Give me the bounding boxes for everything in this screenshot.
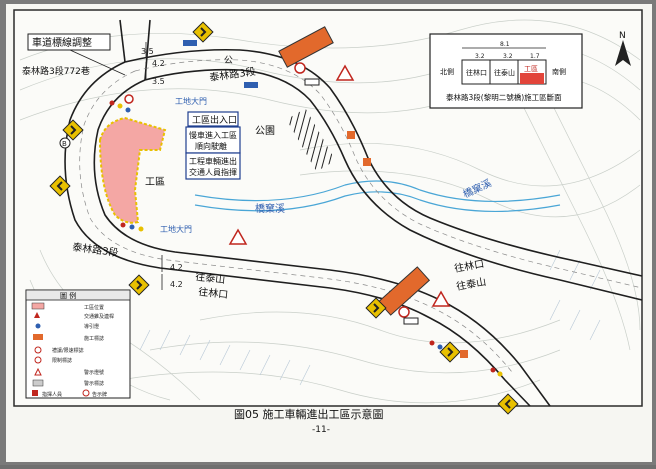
lane-adjust-box: [27, 33, 111, 51]
bridge-hatch: [286, 108, 336, 172]
legend-box: 圖 例 工區位置 交通錐及連桿 導引燈 施工標誌 禮讓/限速標誌 限制標誌 警示…: [25, 289, 131, 399]
site-gate-top: 工地大門: [175, 96, 207, 106]
stream-line-b: [194, 191, 561, 213]
entrance-callout: 工區出入口 慢車進入工區 順向駛離 工程車輛進出 交通人員指揮: [185, 111, 241, 180]
legend-item: 警示燈號: [84, 369, 104, 376]
stream-label-mid: 橋窠溪: [255, 202, 285, 215]
lane-centerlines: [79, 59, 643, 373]
chevron-sign-icon: [49, 21, 519, 415]
section-total: 8.1: [500, 41, 510, 48]
figure-caption: 圖05 施工車輛進出工區示意圖: [234, 407, 384, 421]
section-north: 北側: [440, 67, 454, 76]
legend-item: 導引燈: [84, 323, 99, 330]
section-south: 南側: [552, 67, 566, 76]
legend-item: 施工標誌: [84, 335, 104, 342]
page-number: -11-: [312, 425, 330, 435]
section-lane: 往林口: [466, 68, 487, 77]
speed-limit-icon: [124, 62, 410, 318]
legend-item: 警示標誌: [84, 380, 104, 387]
callout-line: 工程車輛進出: [189, 156, 237, 166]
barrier-bar-top: [278, 26, 334, 68]
alley-label: 泰林路3段772巷: [22, 65, 90, 77]
stream-line-a: [194, 180, 561, 203]
callout-title: 工區出入口: [192, 114, 237, 126]
width-label: 4.2: [152, 59, 165, 68]
legend-item: 指揮人員: [42, 391, 62, 398]
width-label: 3.5: [152, 77, 165, 86]
cross-section-inset: 8.1 3.2 3.2 1.7 往林口 往泰山 工區 北側 南側 泰林路3段(黎…: [429, 33, 583, 109]
callout-line: 交通人員指揮: [189, 167, 237, 177]
section-work: 工區: [524, 65, 538, 73]
work-zone-area: [98, 116, 167, 224]
section-width: 1.7: [530, 53, 540, 60]
dimension-ticks: [145, 42, 163, 290]
park-label: 公園: [255, 125, 275, 137]
lane-adjust-label: 車道標線調整: [32, 36, 92, 49]
section-caption: 泰林路3段(黎明二號橋)施工區斷面: [446, 92, 562, 102]
park-short-label: 公: [224, 55, 233, 66]
road-edges: [64, 19, 643, 407]
site-gate-bottom: 工地大門: [160, 224, 192, 234]
width-label: 4.2: [170, 263, 183, 272]
direction-label: 往林口: [198, 285, 229, 301]
north-label: N: [619, 31, 626, 41]
callout-line: 順向駛離: [195, 141, 227, 151]
warning-triangle-icon: [228, 64, 451, 307]
callout-line: 慢車進入工區: [189, 130, 237, 140]
marker-b-label: B: [62, 140, 67, 148]
site-area-label: 工區: [145, 176, 165, 188]
section-width: 3.2: [503, 53, 513, 60]
traffic-cone-icon: [109, 100, 503, 377]
section-width: 3.2: [475, 53, 485, 60]
legend-item: 交通錐及連桿: [84, 313, 114, 320]
legend-title: 圖 例: [60, 291, 76, 300]
width-label: 3.5: [141, 47, 154, 56]
north-arrow-icon: N: [615, 31, 631, 66]
legend-item: 工區位置: [84, 304, 104, 311]
width-label: 4.2: [170, 280, 183, 289]
section-lane: 往泰山: [494, 68, 515, 77]
legend-item: 限制標誌: [52, 357, 72, 364]
marker-b: [59, 137, 71, 149]
leader-line: [69, 49, 126, 76]
legend-item: 禮讓/限速標誌: [52, 347, 84, 354]
legend-item: 告示牌: [92, 391, 107, 398]
hatch-field: [139, 249, 601, 386]
direction-label: 往泰山: [195, 270, 226, 286]
post-sign-icon: [183, 40, 468, 358]
